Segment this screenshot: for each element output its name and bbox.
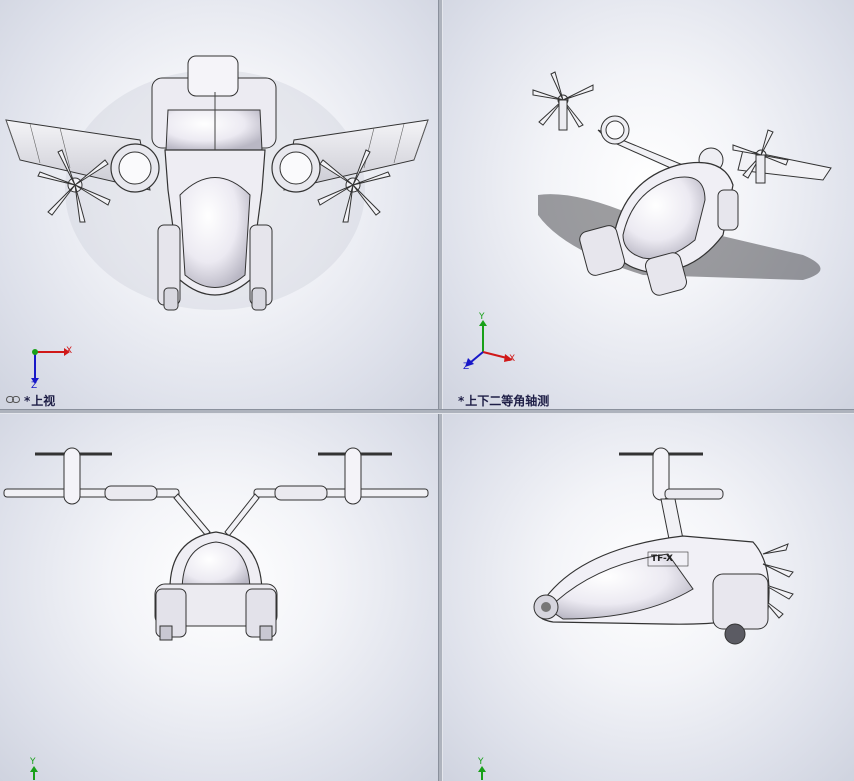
view-name: 上视 <box>31 394 56 408</box>
axis-triad <box>31 348 70 384</box>
viewport-isometric[interactable]: Y X Z *上下二等角轴测 <box>443 0 854 409</box>
link-icon[interactable] <box>6 395 20 404</box>
viewport-right[interactable]: TF-X Y <box>443 414 854 781</box>
model-side-view <box>478 447 794 780</box>
viewport-iso-label: *上下二等角轴测 <box>458 394 550 408</box>
model-front-view <box>3 447 429 780</box>
axis-x-label: X <box>509 354 516 364</box>
rotor-left <box>37 149 111 223</box>
viewport-top-label: *上视 <box>24 394 56 408</box>
axis-y-label: Y <box>479 312 485 322</box>
view-name: 上下二等角轴测 <box>465 394 550 408</box>
viewport-splitter-horizontal[interactable] <box>0 409 854 414</box>
axis-x-label: X <box>66 346 73 356</box>
axis-z-label: Z <box>31 381 38 391</box>
model-isometric-view <box>465 71 832 367</box>
model-top-view <box>5 55 429 384</box>
side-badge-text: TF-X <box>651 554 673 564</box>
axis-y-label: Y <box>478 757 484 767</box>
axis-triad <box>30 766 38 780</box>
rotor-right <box>317 149 391 223</box>
axis-triad <box>478 766 486 780</box>
axis-y-label: Y <box>30 757 36 767</box>
viewport-splitter-vertical[interactable] <box>438 0 443 781</box>
axis-z-label: Z <box>463 362 470 372</box>
viewport-front[interactable]: Y <box>0 414 438 781</box>
viewport-top[interactable]: X Z *上视 <box>0 0 438 409</box>
axis-triad <box>465 320 513 367</box>
